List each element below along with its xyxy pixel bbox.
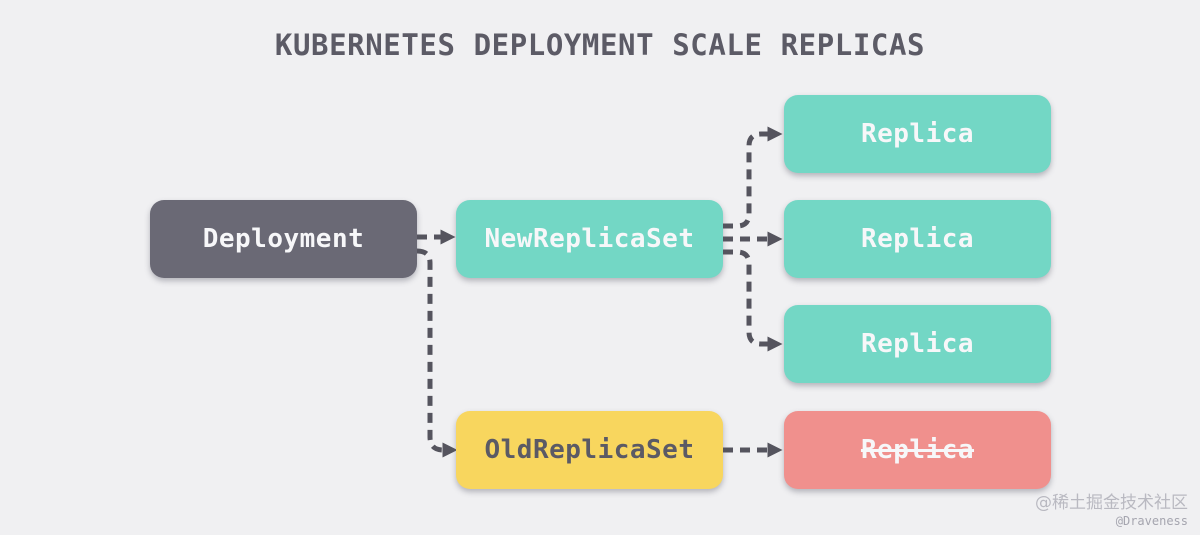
node-old-replicaset: OldReplicaSet — [456, 411, 723, 489]
watermark: @稀土掘金技术社区 @Draveness — [1035, 493, 1188, 529]
diagram-title: KUBERNETES DEPLOYMENT SCALE REPLICAS — [274, 28, 926, 62]
node-replica-middle: Replica — [784, 200, 1051, 278]
node-replica-middle-label: Replica — [860, 224, 975, 254]
node-deployment-label: Deployment — [202, 224, 365, 254]
node-replica-bottom: Replica — [784, 305, 1051, 383]
arrow-newreplicaset-to-replica-bottom — [723, 249, 783, 352]
node-replica-old-label: Replica — [860, 435, 975, 465]
watermark-author: @Draveness — [1115, 514, 1188, 529]
node-old-replicaset-label: OldReplicaSet — [484, 435, 695, 465]
node-replica-top-label: Replica — [860, 119, 975, 149]
node-replica-top: Replica — [784, 95, 1051, 173]
node-new-replicaset-label: NewReplicaSet — [484, 224, 695, 254]
node-replica-bottom-label: Replica — [860, 329, 975, 359]
arrow-newreplicaset-to-replica-top — [723, 126, 783, 229]
arrow-deployment-to-oldreplicaset — [416, 248, 458, 458]
node-replica-old-deleted: Replica — [784, 411, 1051, 489]
watermark-community: @稀土掘金技术社区 — [1035, 493, 1188, 513]
node-deployment: Deployment — [150, 200, 417, 278]
node-new-replicaset: NewReplicaSet — [456, 200, 723, 278]
